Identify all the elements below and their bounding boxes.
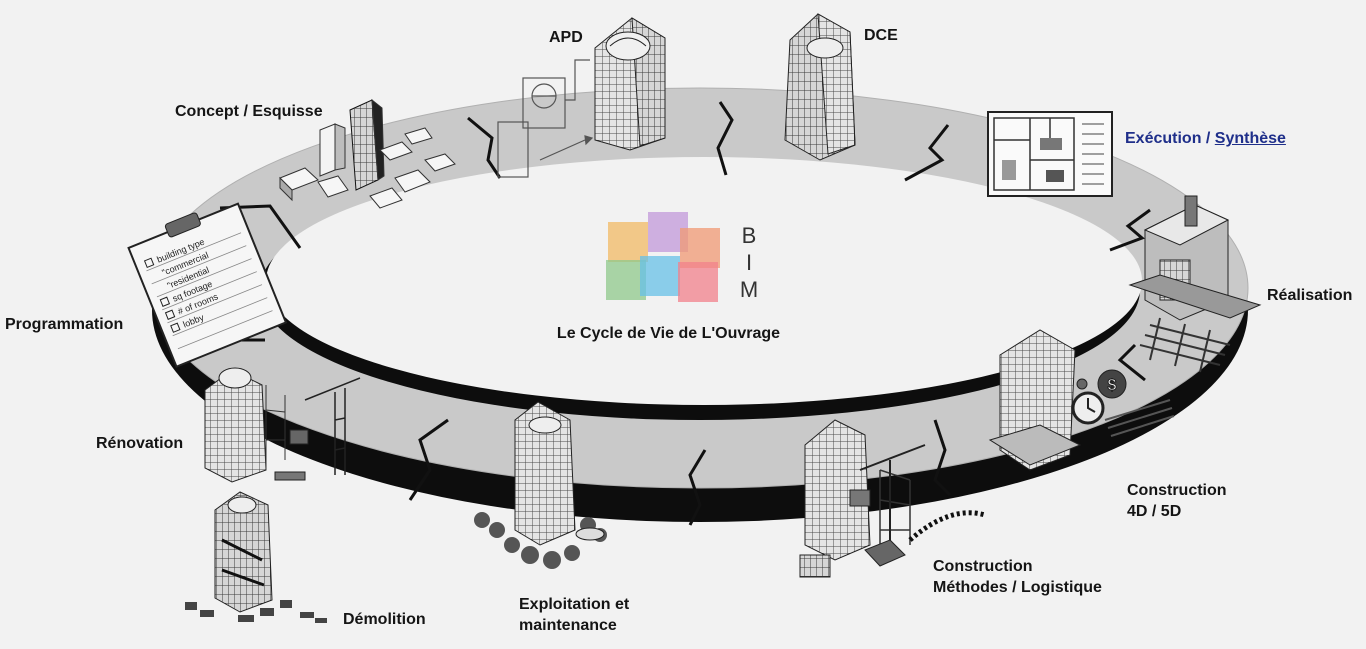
- realisation-machine-icon: [1128, 195, 1262, 373]
- center-title: Le Cycle de Vie de L'Ouvrage: [556, 325, 781, 342]
- label-exploitation: Exploitation et maintenance: [519, 594, 629, 636]
- bim-letter-m: M: [739, 277, 759, 302]
- label-execution-part2: Synthèse: [1214, 130, 1286, 147]
- renovation-building-icon: [204, 367, 361, 483]
- label-apd: APD: [549, 29, 583, 46]
- apd-tower-icon: [594, 17, 666, 151]
- bim-letter-b: B: [741, 223, 757, 248]
- bim-logo-cube: [608, 222, 648, 262]
- checklist-checkbox: [159, 296, 171, 307]
- construction-cost-icon: $: [988, 329, 1175, 471]
- execution-plan-icon: [987, 111, 1113, 197]
- bim-logo-icon: [606, 212, 720, 302]
- construction-site-icon: [799, 419, 986, 578]
- bim-logo-cube: [678, 262, 718, 302]
- checklist-checkbox: [143, 257, 155, 269]
- bim-logo-cube: [640, 256, 680, 296]
- demolition-icon: [185, 491, 327, 623]
- label-execution-part1: Exécution /: [1125, 130, 1215, 147]
- bim-letter-i: I: [745, 250, 753, 275]
- concept-massing-icon: [279, 98, 456, 209]
- label-construction-4d5d: Construction 4D / 5D: [1127, 480, 1227, 522]
- label-construction-4d5d-line2: 4D / 5D: [1127, 503, 1182, 520]
- label-exploitation-line1: Exploitation et: [519, 596, 630, 613]
- checklist-checkbox: [164, 309, 176, 320]
- checklist-checkbox: [170, 322, 181, 333]
- bim-logo-cube: [606, 260, 646, 300]
- apd-sketch-icon: [497, 59, 594, 178]
- label-realisation: Réalisation: [1267, 287, 1353, 304]
- bim-logo-cube: [680, 228, 720, 268]
- label-concept: Concept / Esquisse: [175, 103, 323, 120]
- label-construction-methodes: Construction Méthodes / Logistique: [933, 556, 1102, 598]
- label-programmation: Programmation: [5, 316, 124, 333]
- label-construction-methodes-line1: Construction: [933, 558, 1033, 575]
- dce-tower-icon: [784, 13, 856, 161]
- label-dce: DCE: [864, 27, 898, 44]
- label-construction-4d5d-line1: Construction: [1127, 482, 1227, 499]
- svg-text:$: $: [1108, 377, 1117, 394]
- label-renovation: Rénovation: [96, 435, 184, 452]
- exploitation-building-icon: [474, 401, 607, 569]
- label-demolition: Démolition: [343, 611, 426, 628]
- label-construction-methodes-line2: Méthodes / Logistique: [933, 579, 1102, 596]
- bim-letters: B I M: [737, 222, 761, 303]
- label-exploitation-line2: maintenance: [519, 617, 617, 634]
- label-execution: Exécution / Synthèse: [1125, 128, 1286, 149]
